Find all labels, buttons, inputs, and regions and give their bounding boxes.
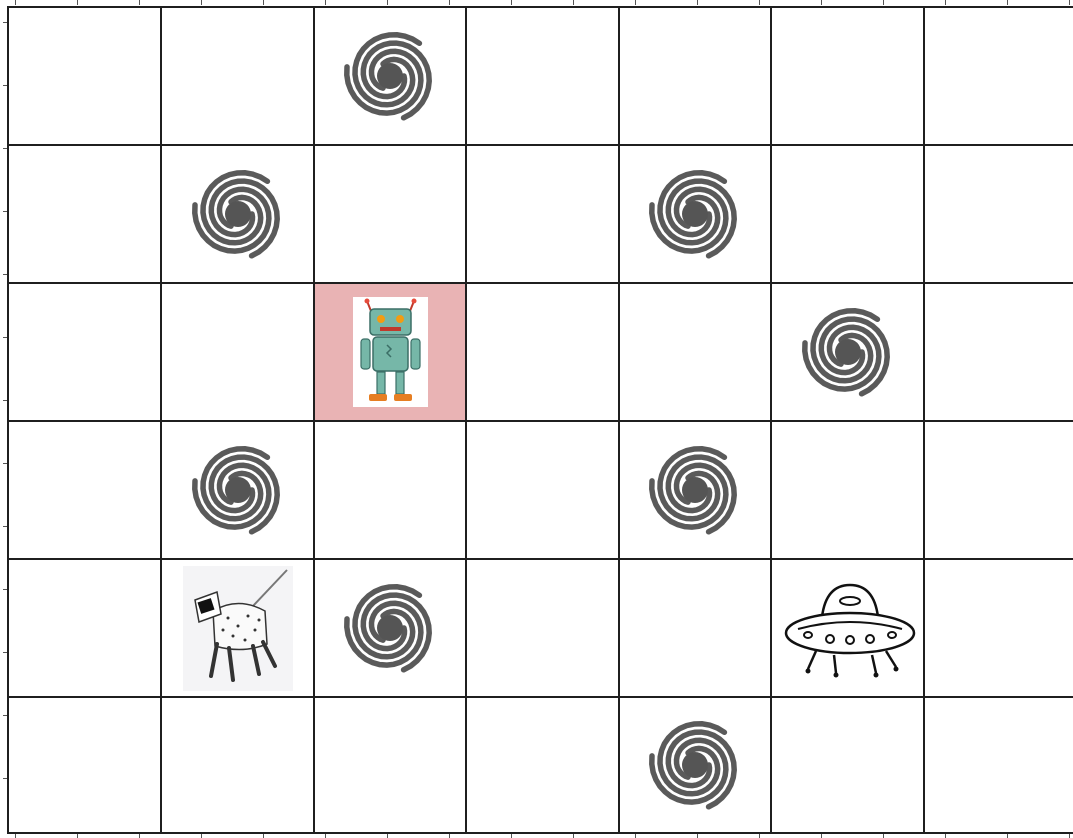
grid-cell-r5-c5[interactable] xyxy=(771,697,924,833)
grid-line-horizontal xyxy=(7,144,1073,146)
grid-cell-r3-c3[interactable] xyxy=(466,421,619,559)
top-tick xyxy=(15,0,16,5)
top-tick xyxy=(573,0,574,5)
black-hole-icon xyxy=(188,440,288,540)
grid-cell-r5-c0[interactable] xyxy=(8,697,161,833)
grid-line-horizontal xyxy=(7,420,1073,422)
grid-cell-r3-c5[interactable] xyxy=(771,421,924,559)
black-hole-icon xyxy=(340,26,440,126)
grid-cell-r3-c2[interactable] xyxy=(314,421,466,559)
top-tick xyxy=(449,0,450,5)
top-tick xyxy=(201,0,202,5)
grid-cell-r0-c5[interactable] xyxy=(771,7,924,145)
grid-cell-r1-c5[interactable] xyxy=(771,145,924,283)
grid-cell-r5-c2[interactable] xyxy=(314,697,466,833)
grid-cell-r0-c1[interactable] xyxy=(161,7,314,145)
top-tick xyxy=(759,0,760,5)
grid-line-horizontal xyxy=(7,282,1073,284)
robot-dog-icon xyxy=(183,566,293,691)
grid-cell-r0-c4[interactable] xyxy=(619,7,771,145)
grid-cell-r4-c4[interactable] xyxy=(619,559,771,697)
grid-cell-r2-c1[interactable] xyxy=(161,283,314,421)
grid-line-horizontal xyxy=(7,832,1073,834)
grid-cell-r4-c0[interactable] xyxy=(8,559,161,697)
grid-cell-r5-c3[interactable] xyxy=(466,697,619,833)
black-hole-icon xyxy=(645,715,745,815)
grid-line-horizontal xyxy=(7,558,1073,560)
grid-cell-r5-c1[interactable] xyxy=(161,697,314,833)
top-tick xyxy=(697,0,698,5)
grid-cell-r0-c6[interactable] xyxy=(924,7,1073,145)
ufo-icon xyxy=(778,571,918,686)
top-tick xyxy=(821,0,822,5)
black-hole-icon xyxy=(188,164,288,264)
grid-cell-r3-c6[interactable] xyxy=(924,421,1073,559)
grid-cell-r0-c3[interactable] xyxy=(466,7,619,145)
robot-icon xyxy=(353,297,428,407)
top-tick xyxy=(387,0,388,5)
top-tick xyxy=(77,0,78,5)
grid-cell-r1-c3[interactable] xyxy=(466,145,619,283)
grid-cell-r4-c6[interactable] xyxy=(924,559,1073,697)
grid-cell-r2-c6[interactable] xyxy=(924,283,1073,421)
grid-cell-r0-c0[interactable] xyxy=(8,7,161,145)
black-hole-icon xyxy=(645,440,745,540)
top-tick xyxy=(1069,0,1070,5)
black-hole-icon xyxy=(645,164,745,264)
grid-line-horizontal xyxy=(7,6,1073,8)
grid-cell-r1-c6[interactable] xyxy=(924,145,1073,283)
top-tick xyxy=(139,0,140,5)
top-tick xyxy=(1007,0,1008,5)
top-tick xyxy=(883,0,884,5)
grid-cell-r1-c0[interactable] xyxy=(8,145,161,283)
grid-cell-r5-c6[interactable] xyxy=(924,697,1073,833)
grid-cell-r2-c3[interactable] xyxy=(466,283,619,421)
top-tick xyxy=(325,0,326,5)
grid-cell-r4-c3[interactable] xyxy=(466,559,619,697)
grid-cell-r2-c0[interactable] xyxy=(8,283,161,421)
black-hole-icon xyxy=(798,302,898,402)
grid-cell-r1-c2[interactable] xyxy=(314,145,466,283)
top-tick xyxy=(945,0,946,5)
grid-cell-r2-c4[interactable] xyxy=(619,283,771,421)
top-tick xyxy=(635,0,636,5)
top-tick xyxy=(511,0,512,5)
grid-cell-r3-c0[interactable] xyxy=(8,421,161,559)
black-hole-icon xyxy=(340,578,440,678)
grid-line-horizontal xyxy=(7,696,1073,698)
top-tick xyxy=(263,0,264,5)
